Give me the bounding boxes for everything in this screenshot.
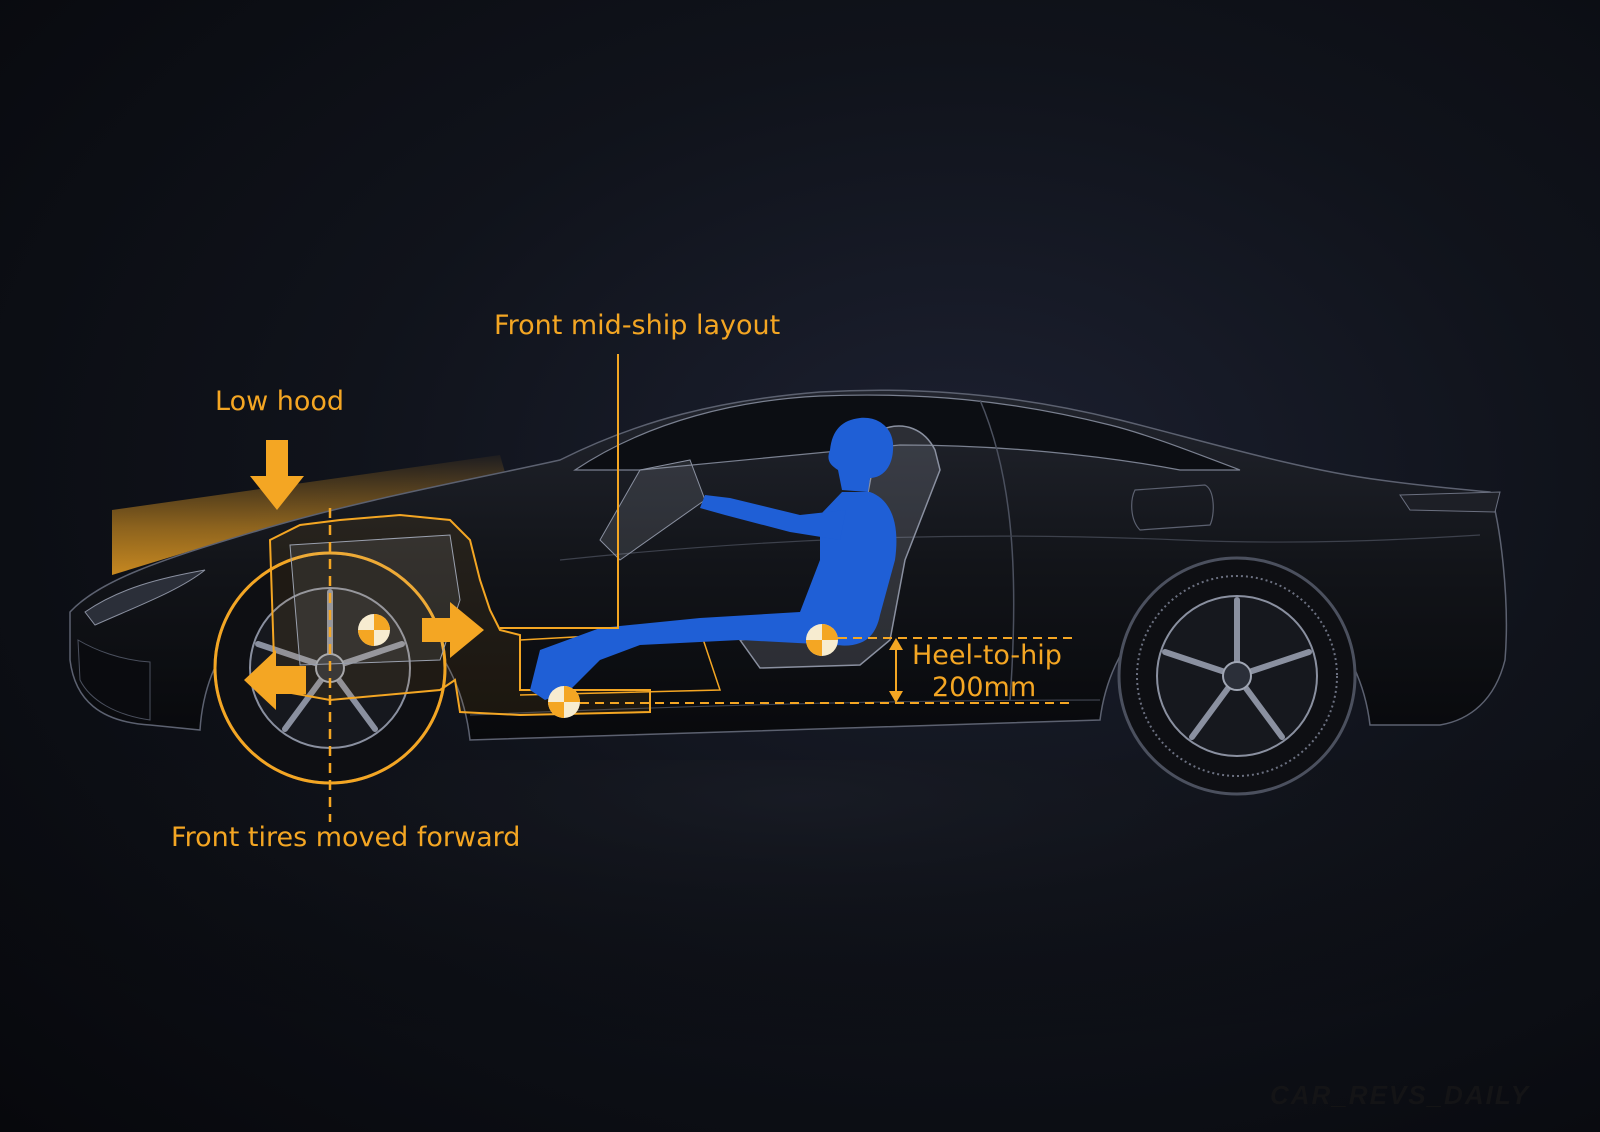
fuel-door [1131,484,1214,531]
body-crease [559,534,1481,561]
hip-point-marker-icon [806,624,838,656]
seat [738,425,941,669]
heel-to-hip-dimension-arrow [889,638,903,703]
driver-figure [530,417,897,700]
engine-setback-arrow-icon [422,602,484,658]
front-tires-label: Front tires moved forward [171,822,521,853]
midship-leader-line [500,354,619,629]
watermark: CAR_REVS_DAILY [1270,1080,1531,1110]
tail-light [1399,491,1501,513]
center-of-mass-marker-icon [358,614,390,646]
car-windows [573,394,1241,471]
low-hood-arrow-icon [250,440,304,510]
heel-to-hip-value: 200mm [932,672,1037,703]
front-midship-label: Front mid-ship layout [494,310,781,341]
steering-column [599,459,706,561]
low-hood-label: Low hood [215,386,345,417]
floor-reflection [0,760,1600,1132]
rear-wheel [1117,556,1357,796]
front-grille [77,639,151,721]
door-line [979,399,1015,701]
headlight [84,569,206,626]
heel-to-hip-label: Heel-to-hip [912,640,1062,671]
front-wheel-forward-arrow-icon [244,650,306,710]
heel-point-marker-icon [548,686,580,718]
